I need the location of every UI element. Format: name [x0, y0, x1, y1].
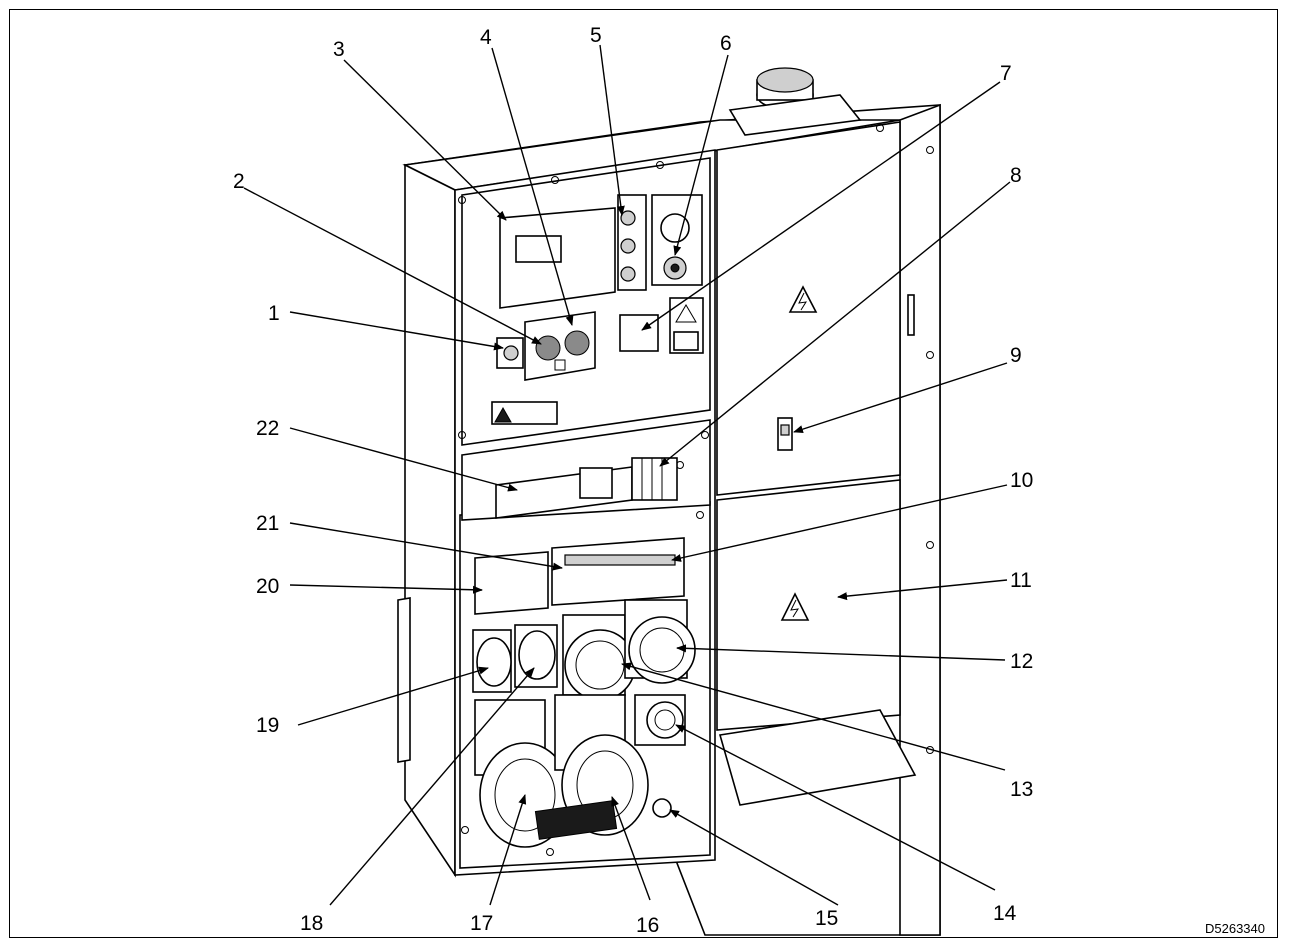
callout-18: 18: [300, 912, 323, 935]
callout-21: 21: [256, 512, 279, 535]
door-hinge: [907, 294, 915, 336]
door-warning-upper: [788, 285, 818, 313]
callout-20: 20: [256, 575, 279, 598]
socket-covers: [474, 537, 685, 615]
callout-17: 17: [470, 912, 493, 935]
callout-22: 22: [256, 417, 279, 440]
callout-5: 5: [590, 24, 602, 47]
leader-lines: [243, 44, 1011, 906]
callout-8: 8: [1010, 164, 1022, 187]
door-lock: [777, 417, 793, 451]
callout-13: 13: [1010, 778, 1033, 801]
main-switch-group: [496, 311, 596, 381]
voltmeter: [651, 194, 703, 286]
callout-7: 7: [1000, 62, 1012, 85]
breaker-strip: [495, 457, 678, 519]
callout-19: 19: [256, 714, 279, 737]
callout-9: 9: [1010, 344, 1022, 367]
callout-16: 16: [636, 914, 659, 937]
callout-1: 1: [268, 302, 280, 325]
callout-10: 10: [1010, 469, 1033, 492]
callout-4: 4: [480, 26, 492, 49]
callout-11: 11: [1010, 569, 1032, 592]
display-module: [499, 207, 616, 309]
sockets: [472, 599, 696, 848]
door-warning-lower: [780, 592, 810, 621]
callout-6: 6: [720, 32, 732, 55]
drawing-frame: [9, 9, 1278, 938]
callout-labels: 1 2 3 4 5 6 7 8 9 10 11 12 13 14 15 16 1…: [233, 24, 1033, 937]
callout-2: 2: [233, 170, 245, 193]
callout-15: 15: [815, 907, 838, 930]
callout-14: 14: [993, 902, 1017, 925]
drawing-code: D5263340: [1205, 921, 1265, 936]
warning-labels-lower: [491, 401, 558, 425]
callout-3: 3: [333, 38, 345, 61]
callout-12: 12: [1010, 650, 1033, 673]
fuse-holders: [617, 194, 647, 291]
